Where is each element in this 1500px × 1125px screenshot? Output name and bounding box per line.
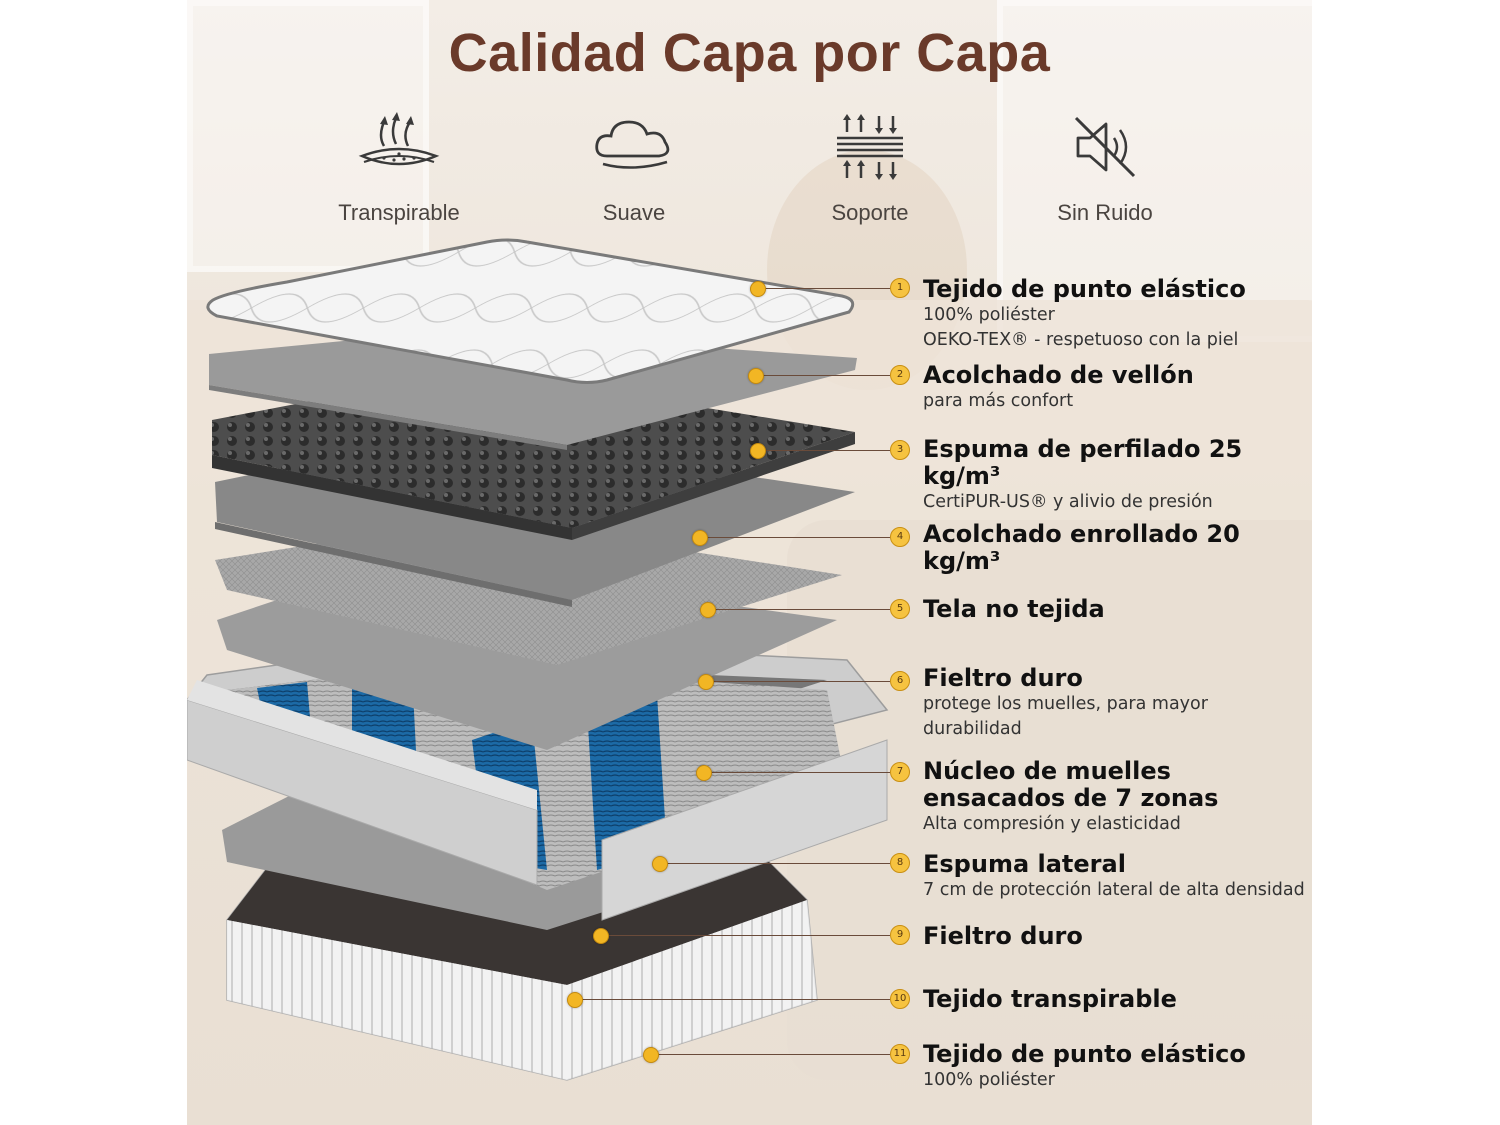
layer-subtitle: durabilidad: [923, 719, 1022, 739]
layer-marker-dot: [748, 368, 764, 384]
leader-line: [607, 935, 890, 936]
layer-marker-dot: [643, 1047, 659, 1063]
layer-subtitle: para más confort: [923, 391, 1074, 411]
background-window: [187, 0, 429, 272]
feature-label: Soporte: [831, 200, 909, 225]
layer-number-badge: 2: [890, 365, 910, 385]
layer-title: Espuma lateral: [923, 850, 1126, 878]
feature-support: Soporte: [770, 112, 970, 226]
breathable-icon: [358, 112, 440, 166]
layer-title: Tejido de punto elástico: [923, 1040, 1246, 1068]
layer-title: Fieltro duro: [923, 922, 1083, 950]
layer-subtitle: 100% poliéster: [923, 1070, 1055, 1090]
layer-number-badge: 10: [890, 989, 910, 1009]
layer-knit-top: [206, 238, 855, 384]
layer-title: Núcleo de muelles ensacados de 7 zonas: [923, 757, 1219, 812]
layer-title: Tejido de punto elástico: [923, 275, 1246, 303]
product-infographic: Calidad Capa por Capa Transpirable Suave: [187, 0, 1312, 1125]
layer-number-badge: 9: [890, 925, 910, 945]
layer-subtitle: Alta compresión y elasticidad: [923, 814, 1181, 834]
leader-line: [657, 1054, 890, 1055]
layer-number-badge: 3: [890, 440, 910, 460]
layer-number-badge: 5: [890, 599, 910, 619]
layer-subtitle: protege los muelles, para mayor: [923, 694, 1208, 714]
layer-title: Fieltro duro: [923, 664, 1083, 692]
leader-line: [706, 537, 890, 538]
leader-line: [714, 609, 890, 610]
leader-line: [666, 863, 890, 864]
layer-description: Acolchado enrollado 20 kg/m³: [923, 521, 1308, 575]
leader-line: [762, 375, 890, 376]
layer-description: Tejido transpirable: [923, 986, 1308, 1013]
layer-title: Acolchado de vellón: [923, 361, 1194, 389]
no-noise-icon: [1074, 116, 1136, 178]
layer-number-badge: 8: [890, 853, 910, 873]
layer-profiled-foam: [212, 398, 855, 528]
layer-marker-dot: [750, 281, 766, 297]
leader-line: [764, 450, 890, 451]
feature-soft: Suave: [534, 112, 734, 226]
layer-marker-dot: [567, 992, 583, 1008]
feature-label: Sin Ruido: [1057, 200, 1153, 225]
layer-subtitle: 7 cm de protección lateral de alta densi…: [923, 880, 1305, 900]
layer-marker-dot: [700, 602, 716, 618]
layer-marker-dot: [696, 765, 712, 781]
layer-description: Fieltro duro: [923, 923, 1308, 950]
feature-no-noise: Sin Ruido: [1005, 112, 1205, 226]
layer-number-badge: 4: [890, 527, 910, 547]
side-foam-front: [601, 739, 888, 921]
layer-marker-dot: [698, 674, 714, 690]
feature-breathable: Transpirable: [299, 112, 499, 226]
layer-number-badge: 1: [890, 278, 910, 298]
layer-marker-dot: [652, 856, 668, 872]
layer-title: Espuma de perfilado 25 kg/m³: [923, 435, 1243, 490]
layer-title: Tela no tejida: [923, 595, 1105, 623]
layer-subtitle: 100% poliéster: [923, 305, 1055, 325]
layer-description: Tela no tejida: [923, 596, 1308, 623]
layer-number-badge: 7: [890, 762, 910, 782]
feature-label: Transpirable: [338, 200, 460, 225]
layer-number-badge: 11: [890, 1044, 910, 1064]
layer-marker-dot: [692, 530, 708, 546]
feature-label: Suave: [602, 200, 666, 225]
layer-nonwoven-fabric: [215, 530, 842, 665]
layer-subtitle: OEKO-TEX® - respetuoso con la piel: [923, 330, 1239, 350]
layer-title: Acolchado enrollado 20 kg/m³: [923, 520, 1240, 575]
layer-title: Tejido transpirable: [923, 985, 1177, 1013]
background-window: [997, 0, 1312, 342]
page-title: Calidad Capa por Capa: [448, 23, 1051, 83]
support-icon: [837, 114, 903, 180]
layer-number-badge: 6: [890, 671, 910, 691]
layer-fleece-padding: [209, 330, 857, 445]
cloud-icon: [595, 120, 670, 169]
layer-marker-dot: [593, 928, 609, 944]
layer-marker-dot: [750, 443, 766, 459]
leader-line: [712, 681, 890, 682]
layer-subtitle: CertiPUR-US® y alivio de presión: [923, 492, 1213, 512]
leader-line: [710, 772, 890, 773]
leader-line: [581, 999, 890, 1000]
leader-line: [764, 288, 890, 289]
